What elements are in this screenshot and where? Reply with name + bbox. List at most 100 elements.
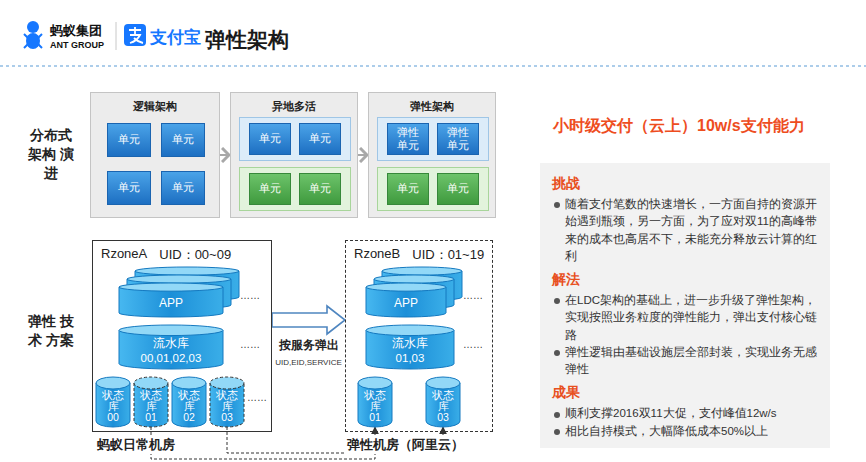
state-db-cylinder: 状态库03 [426,377,460,427]
node-text: 状态库 [212,390,242,412]
node-text: 单元 [172,181,194,194]
state-db-cylinder: 状态库00 [96,377,130,427]
room-label: 蚂蚁日常机房 [95,436,177,454]
node-text: RzoneA [101,246,147,264]
section-heading: 解法 [552,270,820,289]
cylinder-top [210,377,244,389]
state-db-cylinder: 状态库01 [358,377,392,427]
cylinder-label: 状态库01 [136,389,166,423]
zone-header: RzoneBUID：01~19 [354,246,488,264]
logo-legs [24,34,42,48]
panel-header: 逻辑架构 [91,99,219,114]
cylinder-top [426,377,460,389]
cylinder-shape [426,377,460,427]
cylinder-shape [366,325,454,369]
cylinder-top [96,377,130,389]
state-db-cylinder-dashed: 状态库01 [134,377,168,427]
bullet-dot [554,350,560,356]
node-text: 状态库 [174,390,204,412]
edge-label: 按服务弹出 [269,337,349,354]
cylinder-top [134,377,168,389]
state-db-cylinder-dashed: 状态库03 [210,377,244,427]
node-text: 00 [107,412,119,423]
node-text: 状态库 [98,390,128,412]
bullet-dot [554,429,560,435]
cylinder-label: 流水库01,03 [368,336,452,366]
cylinder-body [119,330,223,369]
section-label: 分布式 架构 演进 [26,126,76,183]
architecture-panel: 异地多活单元单元单元单元 [230,92,358,218]
alipay-logo [124,24,146,46]
cylinder-body [96,383,130,427]
bullet-text: 弹性逻辑由基础设施层全部封装，实现业务无感弹性 [552,344,820,379]
cylinder-shape [366,283,446,317]
block-arrow [272,306,345,334]
node-text: 单元 [118,181,140,194]
highlight-heading: 小时级交付（云上）10w/s支付能力 [553,116,805,137]
node-text: 单元 [259,132,281,145]
room-label: 弹性机房（阿里云） [345,436,466,454]
cylinder-top [374,275,454,283]
node-text: 逻辑架构 [91,99,219,114]
cylinder-top [127,275,231,283]
node-text: 弹性 单元 [391,126,425,152]
ellipsis: …… [240,290,260,301]
bullet-dot [554,298,560,304]
unit-box: 单元 [437,173,479,205]
unit-box: 弹性 单元 [387,123,429,155]
evolution-chevron [358,154,368,156]
logo-head [27,21,39,33]
cylinder-shape [119,325,223,369]
node-text: APP [159,296,183,311]
database-cylinder: 流水库01,03 [366,325,454,369]
app-stack: APP [119,283,223,317]
node-text: 流水库 [392,336,428,350]
cylinder-top [119,283,223,291]
node-text: 01,03 [396,351,425,365]
unit-box: 单元 [387,173,429,205]
cylinder-label: 状态库02 [174,389,204,423]
node-text: APP [394,296,418,311]
node-text: 流水库 [153,336,189,350]
cylinder-shape [134,377,168,427]
unit-box: 单元 [249,123,291,155]
evolution-chevron [220,154,230,156]
architecture-panel: 弹性架构弹性 单元弹性 单元单元单元 [368,92,496,218]
node-text: 单元 [447,182,469,195]
node-text: 00,01,02,03 [141,351,202,365]
node-text: RzoneB [354,246,400,264]
logo-divider [116,22,117,50]
cylinder-top [366,325,454,336]
ellipsis: …… [463,290,483,301]
cylinder-top [366,283,446,291]
node-text: 状态库 [136,390,166,412]
cylinder-label: 流水库00,01,02,03 [121,336,221,366]
node-text: 单元 [259,182,281,195]
state-db-cylinder: 状态库02 [172,377,206,427]
logo-text: 支付宝 [150,26,201,49]
bullet-text: 随着支付笔数的快速增长，一方面自持的资源开始遇到瓶颈，另一方面，为了应对双11的… [552,196,820,265]
cylinder-top [172,377,206,389]
section-heading: 挑战 [552,174,820,193]
panel-header: 弹性架构 [369,99,495,114]
node-text: 状态库 [428,390,458,412]
node-text: 单元 [309,182,331,195]
bullet-text: 在LDC架构的基础上，进一步升级了弹性架构，实现按照业务粒度的弹性能力，弹出支付… [552,292,820,344]
node-text: 03 [221,412,233,423]
node-text: 状态库 [360,390,390,412]
page-title: 弹性架构 [205,26,289,54]
unit-box: 单元 [299,173,341,205]
unit-box: 单元 [107,171,151,205]
zone-box-dashed: RzoneBUID：01~19APP 流水库01,03 状态库01 状态库03 [345,240,493,432]
node-text: 单元 [309,132,331,145]
cylinder-label: 状态库03 [428,389,458,423]
node-text: 弹性 单元 [441,126,475,152]
cylinder-body [134,383,168,427]
zone-box: RzoneAUID：00~09APP流水库00,01,02,03状态库00状态库… [92,240,272,432]
cylinder-shape [119,283,223,317]
cylinder-label: 状态库00 [98,389,128,423]
cylinder-body [210,383,244,427]
app-stack: APP [366,283,446,317]
